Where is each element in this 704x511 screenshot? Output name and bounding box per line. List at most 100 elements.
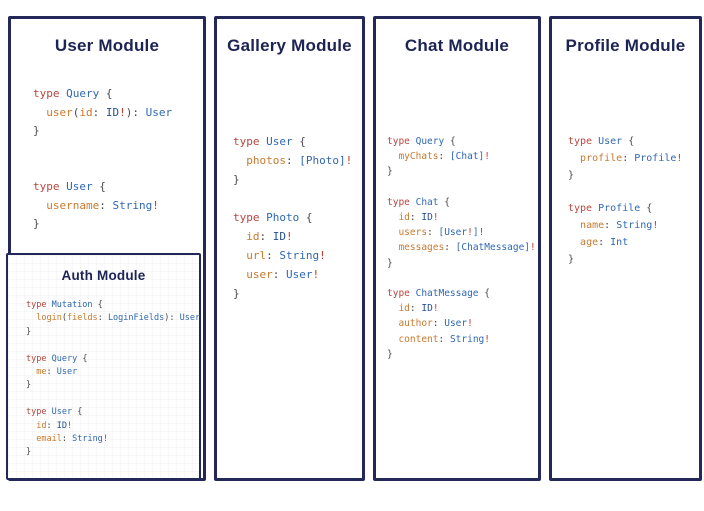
code-token: ! [286, 230, 293, 243]
code-token: type [33, 87, 67, 100]
profile-module-panel: Profile Module type User { profile: Prof… [549, 16, 702, 481]
code-token: String [112, 198, 153, 212]
code-line: id: ID! [233, 227, 352, 246]
code-token: } [26, 326, 32, 337]
code-token: String [449, 333, 485, 345]
code-line: username: String! [33, 197, 172, 216]
code-token: User [444, 318, 468, 330]
code-token: ! [676, 152, 683, 164]
user-module-code: type Query { user(id: ID!): User} type U… [33, 85, 172, 234]
code-token: type [233, 211, 267, 224]
code-token [387, 334, 398, 345]
auth-module-title: Auth Module [61, 268, 146, 283]
user-module-title: User Module [54, 36, 160, 55]
code-token: id [246, 230, 260, 243]
code-token: } [33, 217, 40, 231]
code-token: : [266, 249, 280, 262]
code-token: Query [66, 87, 106, 100]
code-token [233, 268, 246, 281]
code-token: Chat [415, 196, 445, 208]
code-token: : [432, 318, 445, 330]
code-line: type Query { [33, 85, 172, 104]
code-token [568, 220, 580, 231]
code-token: { [449, 136, 456, 147]
code-token: ID [105, 105, 120, 119]
code-line: } [33, 122, 172, 141]
code-token: { [97, 300, 103, 310]
code-token: type [26, 353, 52, 364]
code-line: } [568, 168, 682, 185]
code-token [33, 199, 46, 212]
code-token: LoginFields [107, 313, 165, 324]
code-token: fields [66, 313, 98, 324]
code-token: : [438, 151, 450, 163]
code-token: { [105, 87, 113, 100]
code-token [26, 367, 36, 377]
code-line: user: User! [233, 265, 352, 284]
code-line: url: String! [233, 246, 352, 265]
code-token: { [484, 288, 490, 300]
chat-module-panel: Chat Module type Query { myChats: [Chat]… [373, 16, 541, 481]
code-token: } [387, 348, 393, 360]
code-line: type User { [568, 134, 682, 151]
code-line: type ChatMessage { [387, 286, 536, 301]
code-line [568, 184, 682, 201]
code-token: ! [478, 227, 485, 239]
code-token [26, 313, 36, 323]
code-token: type [387, 196, 416, 208]
code-token: ): [125, 105, 146, 119]
code-token: } [387, 166, 393, 178]
code-token: : [444, 242, 456, 254]
code-token: Photo [266, 211, 306, 224]
code-token: login [36, 313, 62, 324]
code-token [387, 212, 398, 223]
code-token: User [598, 136, 629, 147]
code-token: String [616, 219, 653, 231]
code-token: name [580, 219, 605, 231]
code-line: } [26, 446, 200, 459]
code-line: type User { [233, 132, 352, 151]
code-token: ID [421, 212, 433, 224]
code-token: { [82, 353, 88, 364]
code-token: : [286, 154, 300, 167]
code-token: ID [56, 420, 67, 431]
code-token: me [36, 367, 47, 378]
code-token: } [387, 257, 393, 269]
code-token: : [272, 268, 286, 281]
code-line [387, 180, 536, 195]
code-line [233, 189, 352, 208]
code-line: type Chat { [387, 195, 536, 210]
code-line: id: ID! [387, 210, 536, 225]
code-line: content: String! [387, 332, 536, 347]
code-token: User [179, 313, 201, 324]
code-token: ID [272, 230, 286, 243]
code-token: type [568, 203, 599, 215]
gallery-module-title: Gallery Module [227, 36, 352, 55]
code-token: [ChatMessage] [455, 242, 531, 254]
code-token [568, 237, 580, 248]
code-line: photos: [Photo]! [233, 151, 352, 170]
auth-module-panel: Auth Module type Mutation { login(fields… [6, 253, 201, 480]
code-token: ! [467, 318, 473, 330]
code-token: ! [432, 212, 439, 224]
code-token: ! [312, 268, 320, 281]
code-token: User [51, 407, 78, 418]
code-token: [Chat] [449, 151, 485, 163]
code-line: messages: [ChatMessage]! [387, 240, 535, 255]
code-token: User [66, 179, 100, 193]
code-token: User [145, 105, 173, 119]
code-token: ! [319, 249, 326, 262]
code-line: user(id: ID!): User [33, 104, 172, 123]
code-line: type Photo { [233, 208, 352, 227]
code-line: type Mutation { [26, 299, 200, 312]
code-token: ] [472, 227, 479, 239]
code-token: } [568, 253, 575, 265]
code-token: users [398, 227, 428, 239]
code-token: : [97, 313, 108, 324]
code-line: } [387, 256, 536, 271]
code-token: age [580, 236, 599, 248]
code-token: : [427, 227, 439, 239]
code-token: } [568, 169, 575, 181]
code-token: Mutation [51, 300, 98, 310]
